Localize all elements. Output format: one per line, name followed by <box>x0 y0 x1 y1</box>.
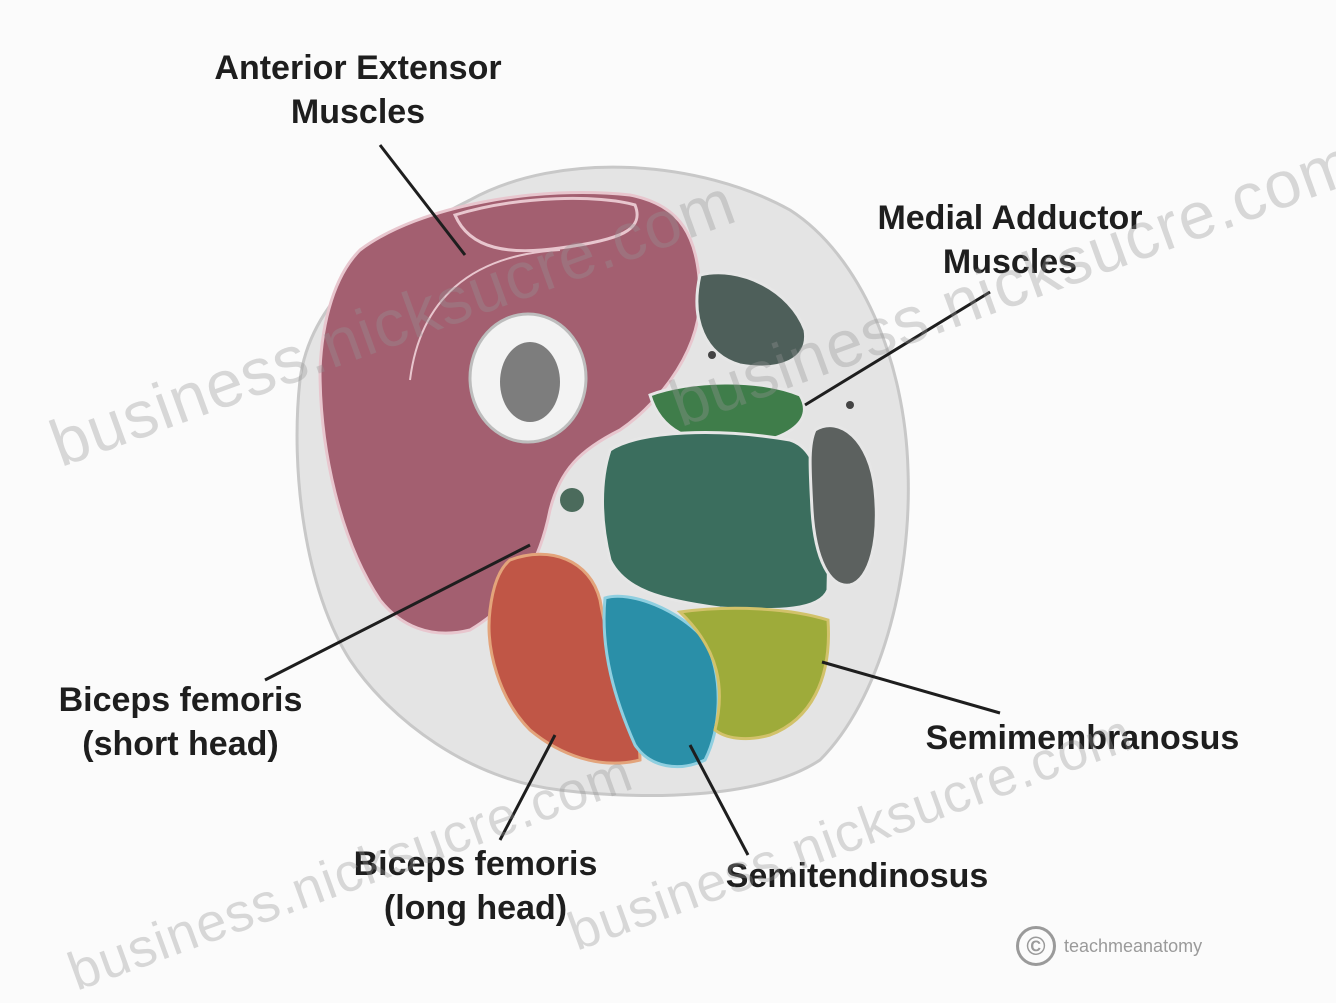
copyright-icon: © <box>1016 926 1056 966</box>
vessel-dot <box>846 401 854 409</box>
label-biceps-short-line2: (short head) <box>28 722 333 766</box>
label-biceps-short-head: Biceps femoris (short head) <box>28 678 333 766</box>
label-anterior-extensor-line1: Anterior Extensor <box>168 46 548 90</box>
femur-marrow <box>500 342 560 422</box>
femoral-vessel <box>560 488 584 512</box>
label-anterior-extensor: Anterior Extensor Muscles <box>168 46 548 134</box>
thigh-cross-section-diagram: Anterior Extensor Muscles Medial Adducto… <box>0 0 1336 976</box>
adductor-magnus <box>603 433 829 610</box>
credit-text: teachmeanatomy <box>1064 936 1202 957</box>
label-biceps-short-line1: Biceps femoris <box>28 678 333 722</box>
thigh-cross-section-figure <box>0 0 1336 976</box>
credit-logo: © teachmeanatomy <box>1016 926 1202 966</box>
label-anterior-extensor-line2: Muscles <box>168 90 548 134</box>
